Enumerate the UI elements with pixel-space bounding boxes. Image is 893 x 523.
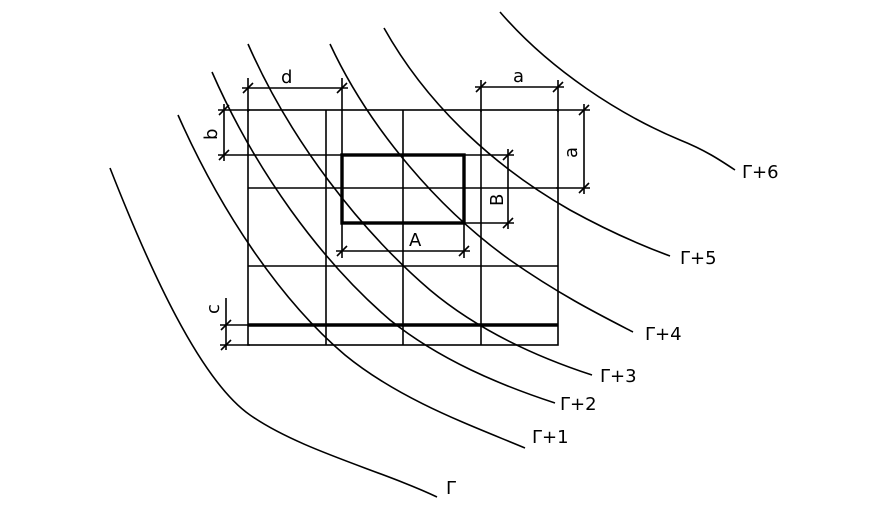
contour-label-2: Γ+2 — [560, 394, 597, 415]
inner-rectangle — [340, 153, 466, 225]
dim-b-tick-top — [218, 104, 230, 116]
contour-label-6: Γ+6 — [742, 162, 779, 183]
contour-label-0: Γ — [446, 478, 456, 499]
dimension-b: b — [201, 104, 344, 161]
dim-a-top-label: a — [513, 66, 524, 87]
contour-label-4: Γ+4 — [645, 324, 682, 345]
contour-line-0 — [109, 167, 438, 498]
dimension-a-top: a — [475, 66, 564, 112]
dimension-d: d — [242, 67, 348, 157]
dimension-B: B — [464, 149, 514, 229]
contour-lines — [109, 11, 736, 498]
contour-label-1: Γ+1 — [532, 427, 569, 448]
contour-line-5 — [383, 27, 671, 257]
dim-d-label: d — [281, 67, 292, 88]
dim-A-tick-right — [458, 245, 470, 257]
dim-b-label: b — [201, 129, 222, 140]
contour-line-2 — [211, 71, 556, 404]
dimension-A: A — [336, 221, 470, 258]
dim-c-tick-bottom — [220, 339, 232, 351]
dimension-c: c — [203, 298, 250, 351]
contour-label-5: Γ+5 — [680, 248, 717, 269]
grid — [247, 109, 559, 346]
dim-A-label: A — [409, 230, 422, 251]
dim-a-top-tick-left — [475, 81, 487, 93]
contour-labels: Γ Γ+1 Γ+2 Γ+3 Γ+4 Γ+5 Γ+6 — [446, 162, 779, 499]
dim-a-right-tick-bottom — [578, 182, 590, 194]
contour-line-6 — [499, 11, 736, 171]
dim-a-right-label: a — [561, 147, 582, 158]
dim-A-tick-left — [336, 245, 348, 257]
dimension-a-right: a — [556, 104, 590, 194]
contour-line-1 — [177, 114, 526, 449]
dim-a-top-tick-right — [552, 81, 564, 93]
dim-c-label: c — [203, 304, 224, 314]
contour-label-3: Γ+3 — [600, 366, 637, 387]
dim-B-tick-bottom — [502, 217, 514, 229]
contour-line-3 — [247, 43, 593, 376]
dim-a-right-tick-top — [578, 104, 590, 116]
dim-d-tick-right — [336, 82, 348, 94]
dim-B-tick-top — [502, 149, 514, 161]
dim-d-tick-left — [242, 82, 254, 94]
dim-B-label: B — [487, 194, 508, 206]
dim-c-tick-top — [220, 319, 232, 331]
dim-b-tick-bottom — [218, 149, 230, 161]
